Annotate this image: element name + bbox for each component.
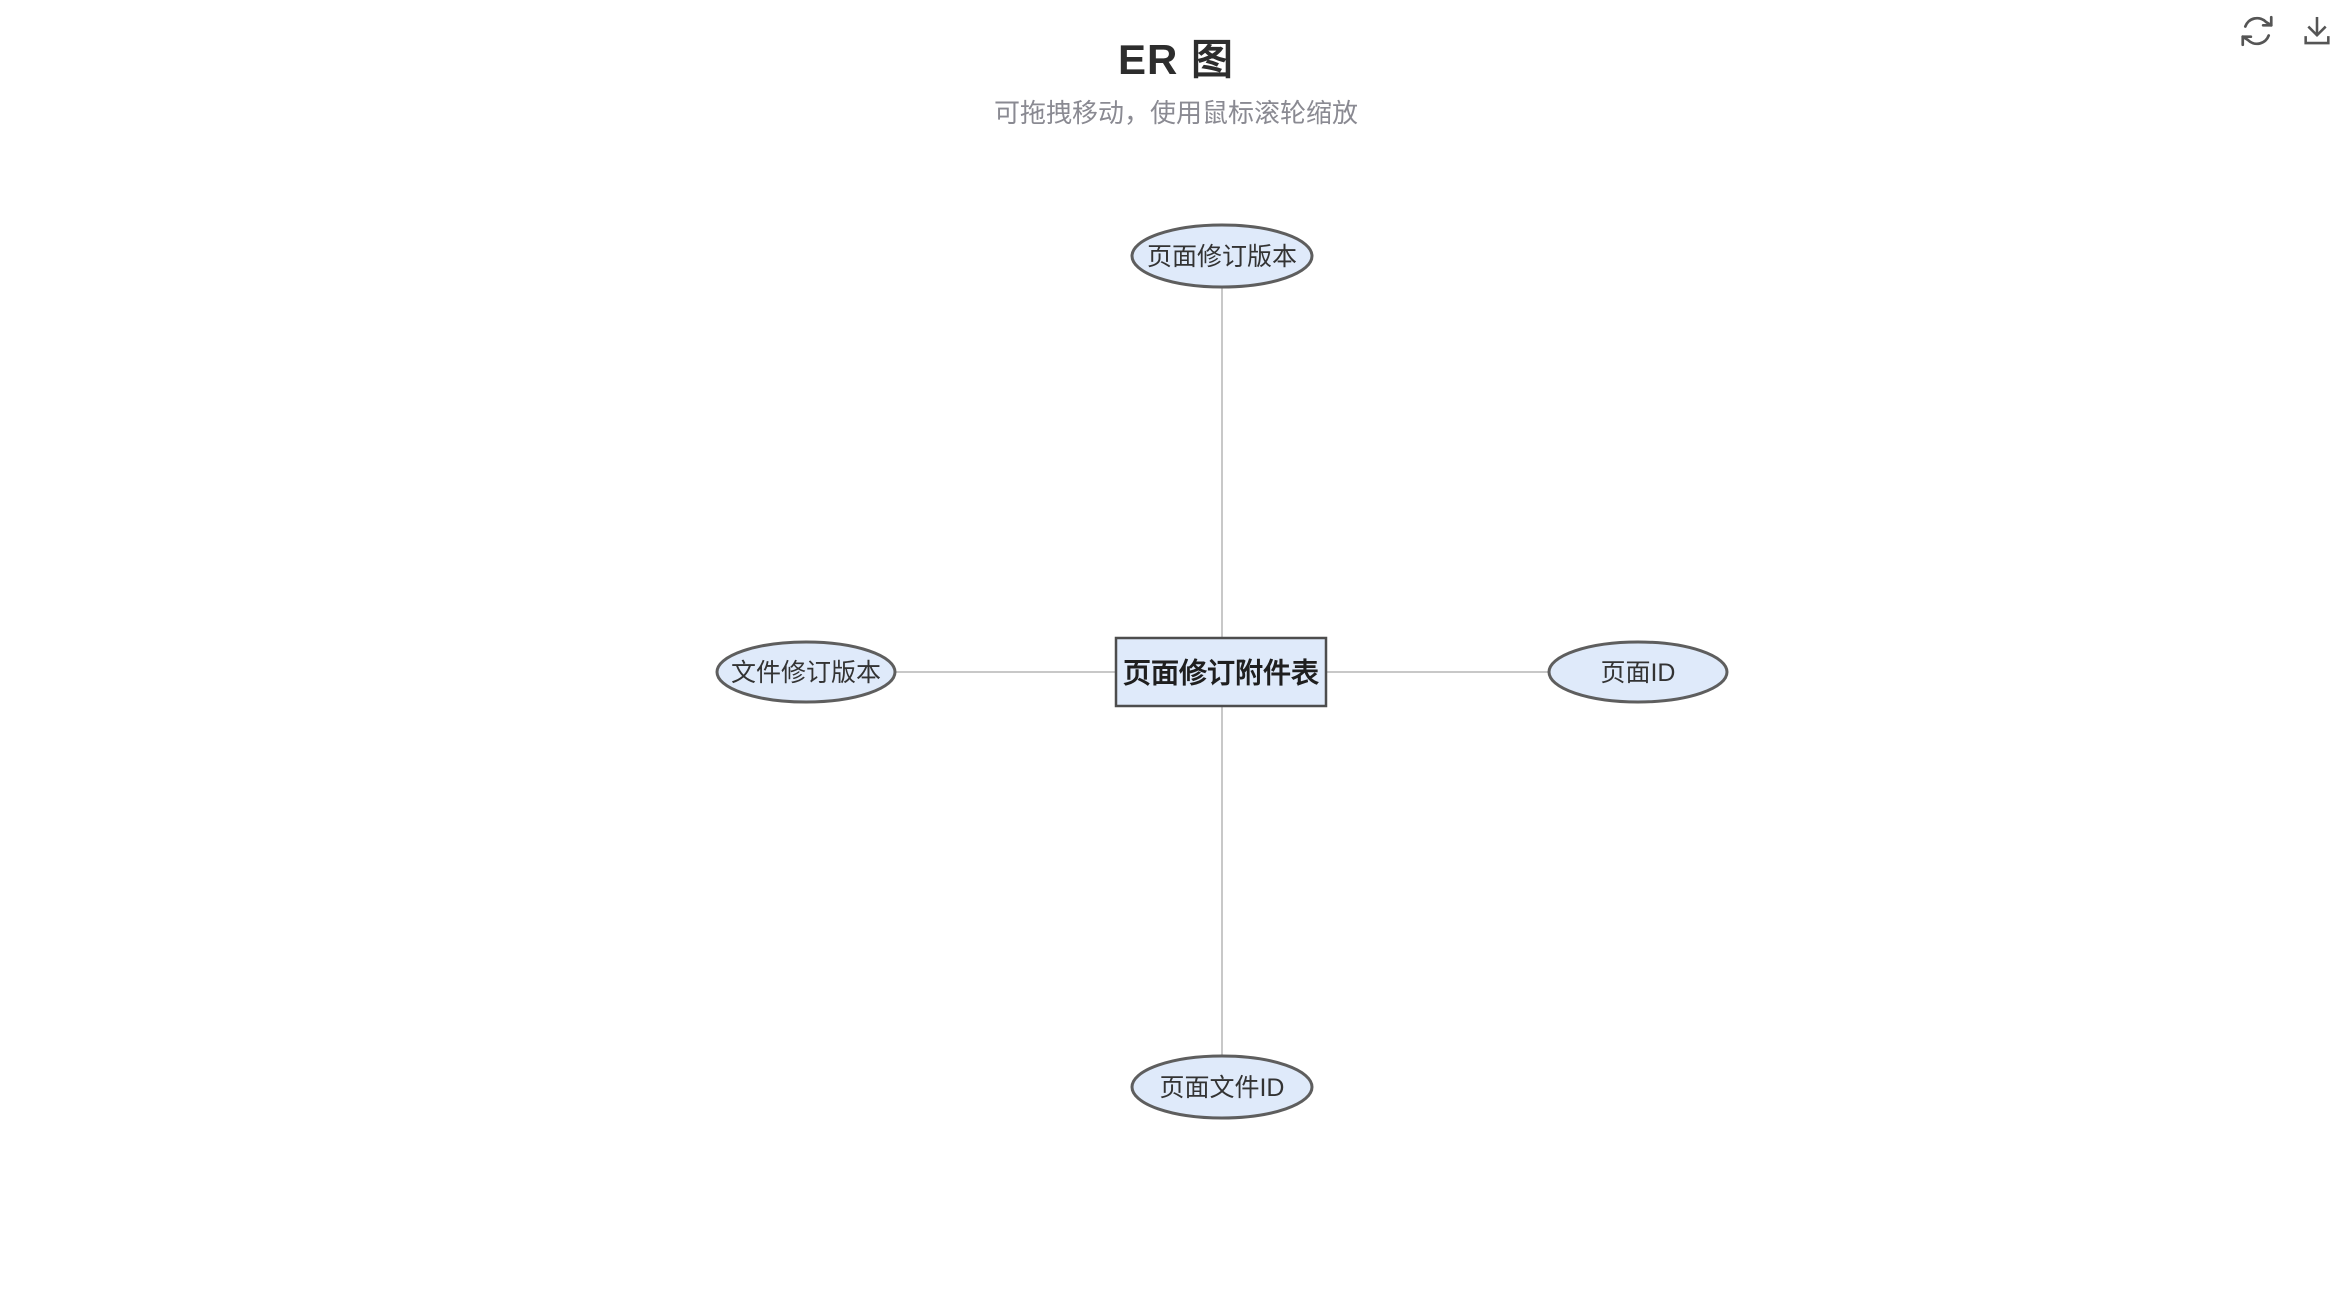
attribute-node-bottom[interactable]: 页面文件ID (1130, 1054, 1314, 1120)
attribute-label: 页面文件ID (1159, 1074, 1284, 1102)
entity-node[interactable]: 页面修订附件表 (1114, 636, 1328, 708)
attribute-ellipse (1547, 640, 1729, 704)
attribute-node-top[interactable]: 页面修订版本 (1130, 223, 1314, 289)
toolbar (2238, 12, 2336, 50)
attribute-ellipse (1130, 1054, 1314, 1120)
page-subtitle: 可拖拽移动，使用鼠标滚轮缩放 (993, 98, 1358, 128)
attribute-node-left[interactable]: 文件修订版本 (715, 640, 897, 704)
refresh-button[interactable] (2238, 12, 2276, 50)
page-title: ER 图 (1117, 36, 1234, 83)
refresh-icon (2239, 13, 2275, 49)
attribute-label: 页面修订版本 (1147, 243, 1297, 271)
entity-rect (1114, 636, 1328, 708)
attribute-label: 文件修订版本 (731, 659, 881, 687)
attribute-ellipse (715, 640, 897, 704)
page-header: ER 图 可拖拽移动，使用鼠标滚轮缩放 (0, 0, 2352, 129)
entity-label: 页面修订附件表 (1123, 658, 1319, 689)
attribute-node-right[interactable]: 页面ID (1547, 640, 1729, 704)
attribute-ellipse (1130, 223, 1314, 289)
attribute-label: 页面ID (1600, 659, 1675, 687)
download-button[interactable] (2298, 12, 2336, 50)
download-icon (2300, 14, 2334, 48)
